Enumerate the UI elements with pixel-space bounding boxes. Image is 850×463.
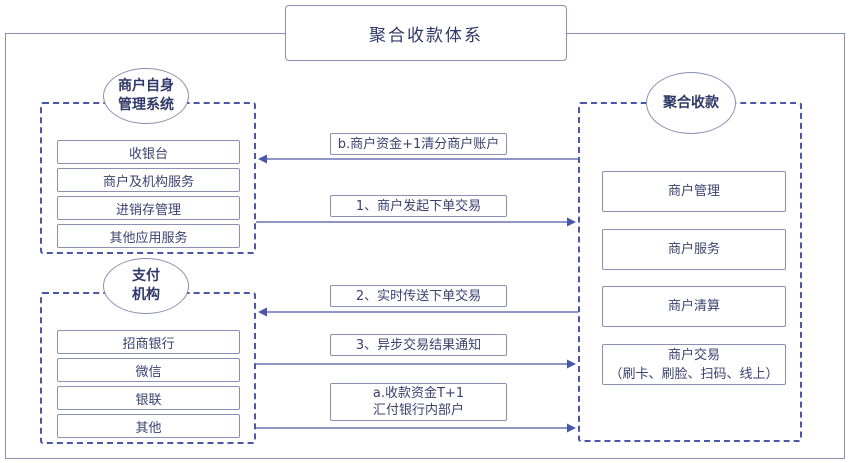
aggregate-item-merchant-management: 商户管理 [602,171,786,212]
aggregate-item-merchant-service-label: 商户服务 [667,242,720,257]
flow-label-a-settlement-line1: a.收款资金T+1 [372,386,465,401]
aggregate-title: 聚合收款 [646,72,736,134]
flow-label-2-realtime-transfer: 2、实时传送下单交易 [330,285,507,307]
flow-label-a-settlement: a.收款资金T+1 汇付银行内部户 [330,383,507,421]
merchant-system-title-line2: 管理系统 [118,97,174,113]
flow-label-3-async-notify-text: 3、异步交易结果通知 [355,337,482,353]
merchant-item-services: 商户及机构服务 [57,168,240,192]
flow-label-b-clearing: b.商户资金+1清分商户账户 [330,133,507,155]
aggregate-item-merchant-management-label: 商户管理 [667,184,720,199]
flow-label-1-place-order: 1、商户发起下单交易 [330,195,507,217]
merchant-item-other-apps: 其他应用服务 [57,224,240,248]
institution-item-other: 其他 [57,414,240,438]
aggregate-item-merchant-clearing: 商户清算 [602,286,786,327]
institution-item-cmb: 招商银行 [57,330,240,354]
flow-label-1-place-order-text: 1、商户发起下单交易 [355,198,482,214]
flow-label-3-async-notify: 3、异步交易结果通知 [330,334,507,356]
aggregate-item-merchant-transaction-label: 商户交易 [667,347,720,363]
flow-label-b-clearing-text: b.商户资金+1清分商户账户 [337,136,500,152]
merchant-system-title-line1: 商户自身 [118,78,174,94]
flow-label-a-settlement-line2: 汇付银行内部户 [372,403,464,418]
merchant-system-title: 商户自身 管理系统 [103,68,189,124]
institution-item-unionpay: 银联 [57,386,240,410]
aggregate-item-merchant-transaction-sub: （刷卡、刷脸、扫码、线上） [609,366,779,382]
flow-label-2-realtime-transfer-text: 2、实时传送下单交易 [355,288,482,304]
aggregate-item-merchant-clearing-label: 商户清算 [667,299,720,314]
payment-institution-title-line1: 支付 [132,268,160,284]
merchant-item-inventory: 进销存管理 [57,196,240,220]
payment-institution-title: 支付 机构 [103,258,189,314]
aggregate-item-merchant-service: 商户服务 [602,229,786,270]
aggregate-title-text: 聚合收款 [663,94,719,111]
payment-institution-title-line2: 机构 [132,287,160,303]
diagram-title: 聚合收款体系 [285,5,567,61]
aggregate-item-merchant-transaction: 商户交易 （刷卡、刷脸、扫码、线上） [602,344,786,385]
merchant-item-cashier: 收银台 [57,140,240,164]
institution-item-wechat: 微信 [57,358,240,382]
